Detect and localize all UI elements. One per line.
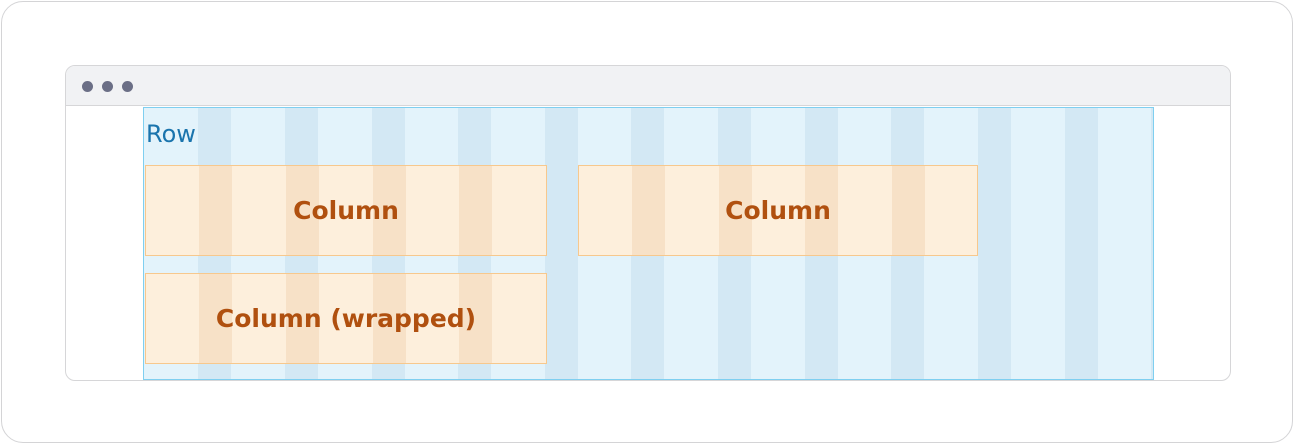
column-grid-stripe	[459, 274, 492, 363]
grid-column	[978, 108, 1011, 379]
column-grid-stripe	[719, 166, 752, 255]
column-label: Column	[293, 196, 399, 225]
grid-column	[1151, 108, 1153, 379]
column-box: Column	[578, 165, 978, 256]
window-dot-icon	[122, 81, 133, 92]
grid-column	[1065, 108, 1098, 379]
row-label: Row	[146, 120, 196, 148]
column-grid-stripe	[805, 166, 838, 255]
column-grid-stripe	[286, 274, 319, 363]
column-grid-stripe	[373, 166, 406, 255]
column-label: Column (wrapped)	[215, 304, 477, 333]
column-label: Column	[725, 196, 831, 225]
column-grid-stripe	[373, 274, 406, 363]
column-grid-stripe	[286, 166, 319, 255]
column-grid-stripe	[199, 166, 232, 255]
window-dot-icon	[102, 81, 113, 92]
column-box: Column	[145, 165, 547, 256]
column-grid-stripe	[199, 274, 232, 363]
grid-column	[545, 108, 578, 379]
row-container: Row Column Column Column (wrapped)	[143, 107, 1154, 380]
column-grid-stripe	[459, 166, 492, 255]
window-dot-icon	[82, 81, 93, 92]
column-grid-stripe	[892, 166, 925, 255]
column-box-wrapped: Column (wrapped)	[145, 273, 547, 364]
title-bar	[66, 66, 1230, 106]
column-grid-stripe	[632, 166, 665, 255]
